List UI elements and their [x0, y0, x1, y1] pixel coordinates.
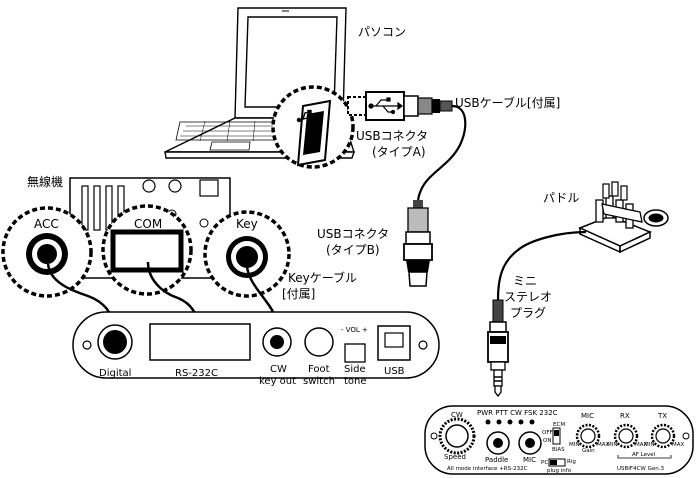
front-label-tx-min: MIN — [644, 442, 654, 448]
back-label-foot: Foot — [308, 364, 330, 375]
front-label-footer-left: All mode interface +RS-232C — [447, 466, 528, 472]
label-radio: 無線機 — [27, 174, 63, 189]
front-label-rig: Rig — [567, 459, 576, 465]
label-com: COM — [134, 217, 162, 231]
label-plug: プラグ — [510, 306, 546, 320]
usb-connector-type-a — [347, 91, 453, 121]
front-label-gain: Gain — [582, 448, 595, 454]
front-label-plug-info: plug info — [547, 468, 572, 474]
front-label-cw: CW — [451, 411, 463, 419]
back-label-switch: switch — [303, 376, 335, 387]
front-label-indicators: PWR PTT CW FSK 232C — [477, 409, 558, 417]
label-key-cable: Keyケーブル — [288, 270, 357, 285]
paddle-cable — [496, 230, 587, 301]
interface-back-panel — [72, 311, 440, 379]
paddle-key — [578, 181, 669, 254]
front-label-off: OFF — [542, 430, 553, 436]
label-usb-connector-a: USBコネクタ — [356, 129, 428, 143]
label-usb-connector-b: USBコネクタ — [317, 227, 389, 241]
front-label-mic-max: MAX — [597, 442, 610, 448]
front-label-pc: PC — [541, 460, 548, 466]
front-label-on: ON — [543, 438, 551, 444]
front-label-ecm: ECM — [553, 422, 565, 428]
front-label-af-level: AF Level — [632, 452, 656, 458]
usb-cable — [416, 104, 467, 206]
back-label-vol: - VOL + — [341, 326, 368, 334]
front-label-rx-min: MIN — [607, 442, 617, 448]
back-label-rs232c: RS-232C — [175, 368, 218, 379]
label-usb-connector-a-type: (タイプA) — [372, 145, 426, 159]
back-label-tone: tone — [344, 376, 367, 387]
front-label-mic: MIC — [581, 412, 594, 420]
front-label-footer-right: USBIF4CW Gen.3 — [617, 466, 664, 472]
front-label-mic-jack: MIC — [523, 456, 536, 464]
back-label-cw: CW — [270, 364, 287, 375]
acc-port-callout — [1, 206, 93, 298]
mini-stereo-plug — [487, 299, 509, 398]
label-paddle: パドル — [543, 191, 579, 205]
front-label-rx-max: MAX — [635, 442, 648, 448]
pc-usb-port-callout — [271, 85, 355, 169]
back-label-usb: USB — [384, 366, 405, 377]
back-label-keyout: key out — [259, 376, 296, 387]
front-label-tx: TX — [657, 412, 667, 420]
label-key-cable-included: [付属] — [282, 287, 315, 301]
interface-front-panel — [424, 405, 694, 475]
label-key: Key — [236, 217, 258, 231]
label-mini: ミニ — [513, 274, 537, 288]
front-label-speed: Speed — [444, 453, 466, 461]
label-acc: ACC — [34, 217, 59, 231]
front-label-rx: RX — [620, 412, 630, 420]
front-label-paddle: Paddle — [485, 456, 508, 464]
front-label-mic-min: MIN — [569, 442, 579, 448]
label-usb-cable: USBケーブル[付属] — [455, 95, 560, 110]
label-pc: パソコン — [358, 25, 406, 39]
front-label-bias: BIAS — [552, 447, 565, 453]
key-port-callout — [203, 210, 291, 298]
label-stereo: ステレオ — [504, 290, 552, 304]
usb-symbol-icon — [368, 97, 403, 115]
back-label-digital: Digital — [99, 368, 131, 379]
back-label-side: Side — [344, 364, 366, 375]
label-usb-connector-b-type: (タイプB) — [326, 243, 380, 257]
usb-connector-type-b — [403, 200, 433, 287]
usb-symbol-icon — [296, 109, 315, 123]
front-label-tx-max: MAX — [672, 442, 685, 448]
